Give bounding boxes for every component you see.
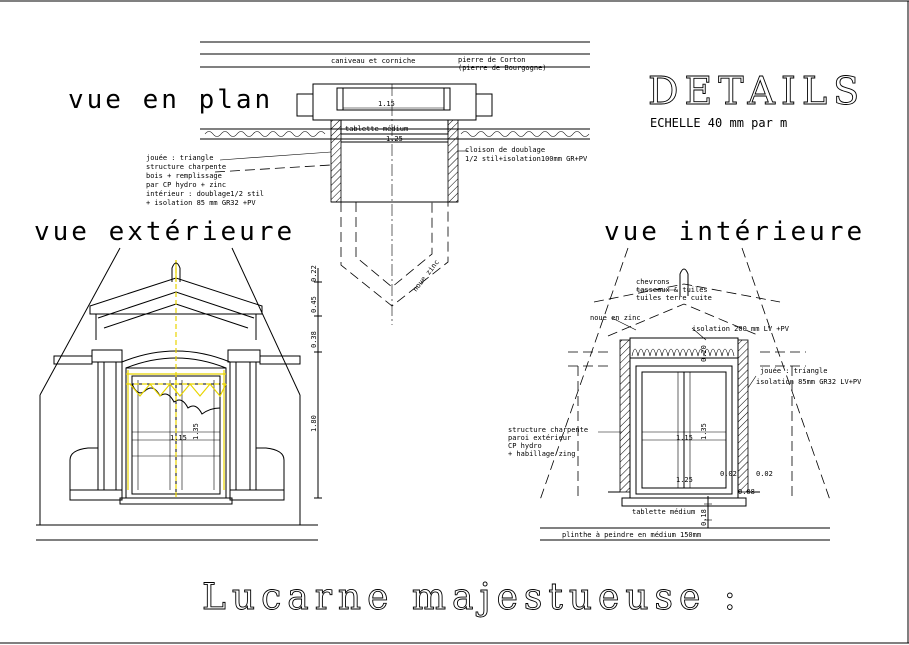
interior-note-jouee-2: isolation 85mm GR32 LV+PV: [756, 378, 862, 386]
plan-note-cloison-1: cloison de doublage: [465, 146, 545, 154]
exterior-dim-045: 0.45: [310, 296, 318, 313]
interior-dim-002-a: 0.02: [720, 470, 737, 478]
exterior-view-label: vue extérieure: [34, 217, 295, 247]
interior-dim-width: 1.15: [676, 434, 693, 442]
plan-view: [200, 41, 590, 325]
interior-note-chevrons-3: tuiles terre cuite: [636, 294, 712, 302]
interior-dim-020: 0.20: [700, 345, 708, 362]
interior-note-plinthe: plinthe à peindre en médium 150mm: [562, 531, 701, 539]
scale-label: ECHELLE 40 mm par m: [650, 116, 787, 130]
exterior-dim-180: 1.80: [310, 415, 318, 432]
interior-dim-002-b: 0.02: [756, 470, 773, 478]
plan-note-tablette: tablette médium: [345, 125, 408, 133]
interior-view: [539, 247, 831, 541]
interior-note-struct-1: structure charpente: [508, 426, 588, 434]
exterior-dim-022: 0.22: [310, 265, 318, 282]
plan-note-jouee-6: + isolation 85 mm GR32 +PV: [146, 199, 256, 207]
plan-dim-115: 1.15: [378, 100, 395, 108]
main-title: Lucarne majestueuse :: [202, 577, 742, 618]
plan-note-pierre-1: pierre de Corton: [458, 56, 525, 64]
plan-note-pierre-2: (pierre de Bourgogne): [458, 64, 547, 72]
interior-view-label: vue intérieure: [604, 217, 865, 247]
interior-note-chevrons-2: tasseaux & tuiles: [636, 286, 708, 294]
interior-note-struct-4: + habillage zing: [508, 450, 575, 458]
details-title: DETAILS: [648, 69, 865, 113]
interior-note-noue: noue en zinc: [590, 314, 641, 322]
interior-note-jouee-1: jouée : triangle: [760, 367, 827, 375]
plan-dim-125: 1.25: [386, 135, 403, 143]
plan-note-caniveau: caniveau et corniche: [331, 57, 415, 65]
interior-dim-height: 1.35: [700, 423, 708, 440]
exterior-dim-width: 1.15: [170, 434, 187, 442]
exterior-dim-height: 1.35: [192, 423, 200, 440]
interior-dim-008: 0.08: [738, 488, 755, 496]
interior-note-struct-2: paroi extérieur: [508, 434, 571, 442]
plan-note-cloison-2: 1/2 stil+isolation100mm GR+PV: [465, 155, 588, 163]
plan-note-jouee-5: intérieur : doublage1/2 stil: [146, 190, 264, 198]
plan-note-jouee-group: jouée : triangle structure charpente boi…: [146, 154, 264, 207]
plan-note-jouee-2: structure charpente: [146, 163, 226, 171]
plan-view-label: vue en plan: [68, 85, 273, 115]
plan-note-noue: noue zinc: [411, 258, 441, 293]
interior-note-isolation: isolation 200 mm LV +PV: [692, 325, 790, 333]
interior-note-chevrons-1: chevrons: [636, 278, 670, 286]
interior-note-struct-3: CP hydro: [508, 442, 542, 450]
exterior-dim-038: 0.38: [310, 331, 318, 348]
plan-note-jouee-3: bois + remplissage: [146, 172, 222, 180]
plan-note-jouee-1: jouée : triangle: [146, 154, 213, 162]
interior-dim-018: 0.18: [700, 509, 708, 526]
plan-note-jouee-4: par CP hydro + zinc: [146, 181, 226, 189]
exterior-view: [36, 247, 322, 541]
interior-note-tablette: tablette médium: [632, 508, 695, 516]
interior-dim-125: 1.25: [676, 476, 693, 484]
